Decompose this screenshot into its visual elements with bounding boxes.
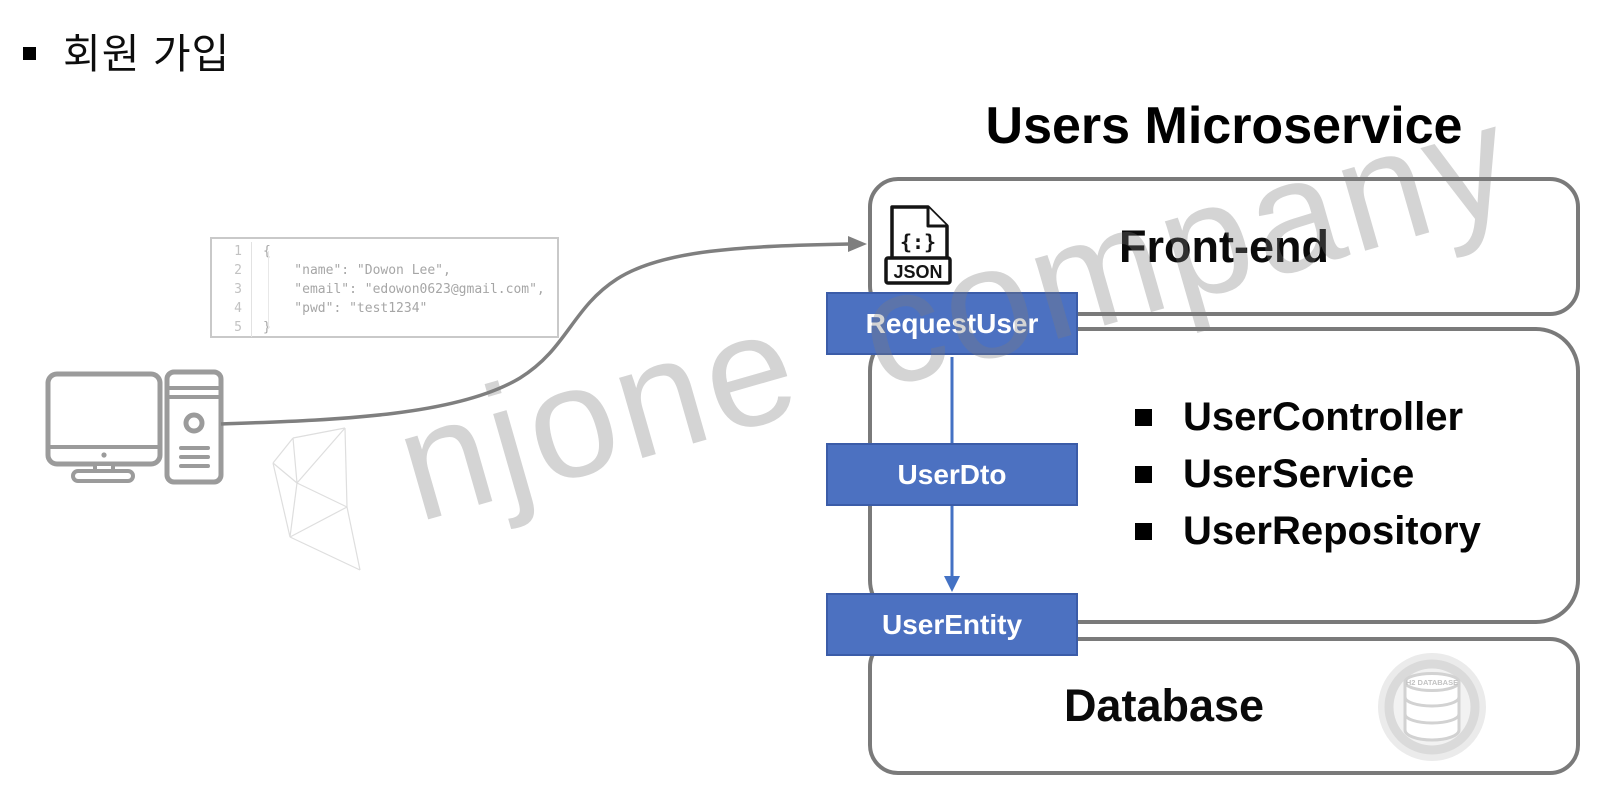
code-line: 2 "name": "Dowon Lee",	[212, 261, 557, 280]
bullet-square	[1135, 409, 1152, 426]
list-item: UserRepository	[1135, 503, 1481, 560]
list-item: UserService	[1135, 446, 1481, 503]
frontend-label: Front-end	[1119, 220, 1329, 272]
bullet-square	[1135, 466, 1152, 483]
flow-box-user-dto: UserDto	[826, 443, 1078, 506]
service-item-label: UserController	[1183, 395, 1464, 439]
line-number: 4	[212, 299, 252, 318]
flow-box-label: UserDto	[897, 458, 1007, 490]
code-text: "email": "edowon0623@gmail.com",	[263, 282, 545, 297]
database-container: Database	[868, 637, 1580, 775]
database-label: Database	[1063, 680, 1265, 731]
line-number: 2	[212, 261, 252, 280]
flow-box-label: UserEntity	[881, 608, 1023, 640]
bullet-square	[1135, 523, 1152, 540]
frontend-container: Front-end	[868, 177, 1580, 316]
line-number: 1	[212, 242, 252, 261]
tower-icon	[164, 369, 224, 485]
code-line: 1 {	[212, 242, 557, 261]
service-item-label: UserRepository	[1183, 509, 1481, 553]
line-number: 5	[212, 318, 252, 337]
service-component-list: UserController UserService UserRepositor…	[1135, 389, 1481, 560]
arrowhead-right	[848, 236, 867, 252]
flow-box-user-entity: UserEntity	[826, 593, 1078, 656]
monitor-stand	[71, 469, 135, 483]
code-line: 3 "email": "edowon0623@gmail.com",	[212, 280, 557, 299]
monitor-icon	[45, 371, 163, 467]
diagram-title: Users Microservice	[985, 97, 1463, 155]
service-item-label: UserService	[1183, 452, 1415, 496]
code-line: 5 }	[212, 318, 557, 337]
code-line: 4 "pwd": "test1234"	[212, 299, 557, 318]
client-computer-icon	[45, 369, 224, 485]
service-layer-container: UserController UserService UserRepositor…	[868, 327, 1580, 624]
slide-title-text: 회원 가입	[63, 31, 231, 77]
indent-guide-line	[268, 251, 269, 329]
line-number: 3	[212, 280, 252, 299]
title-bullet-square	[23, 46, 36, 60]
code-text: "pwd": "test1234"	[263, 301, 428, 316]
watermark-mesh-graphic	[272, 427, 361, 571]
code-text: "name": "Dowon Lee",	[263, 263, 451, 278]
flow-box-label: RequestUser	[865, 307, 1039, 339]
json-request-snippet: 1 { 2 "name": "Dowon Lee", 3 "email": "e…	[210, 237, 559, 338]
flow-box-request-user: RequestUser	[826, 292, 1078, 355]
list-item: UserController	[1135, 389, 1481, 446]
slide-title: 회원 가입	[23, 20, 230, 80]
